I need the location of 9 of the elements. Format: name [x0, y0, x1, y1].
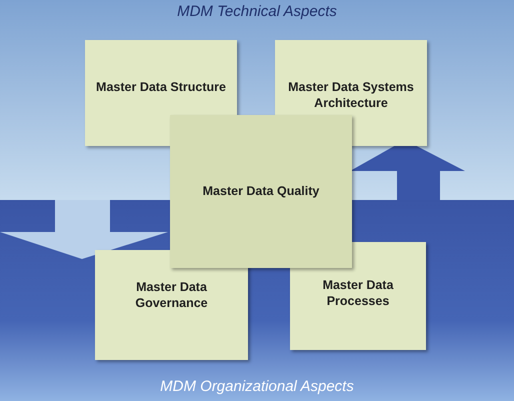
box-label: Master Data Governance [134, 280, 209, 312]
box-label: Master Data Processes [322, 278, 394, 310]
box-label: Master Data Quality [202, 184, 320, 200]
concept-box [170, 115, 352, 268]
caption: MDM Organizational Aspects [160, 378, 354, 395]
concept-box [95, 250, 248, 360]
box-label: Master Data Structure [96, 80, 226, 96]
title: MDM Technical Aspects [177, 3, 337, 20]
box-label: Master Data Systems Architecture [287, 80, 415, 112]
